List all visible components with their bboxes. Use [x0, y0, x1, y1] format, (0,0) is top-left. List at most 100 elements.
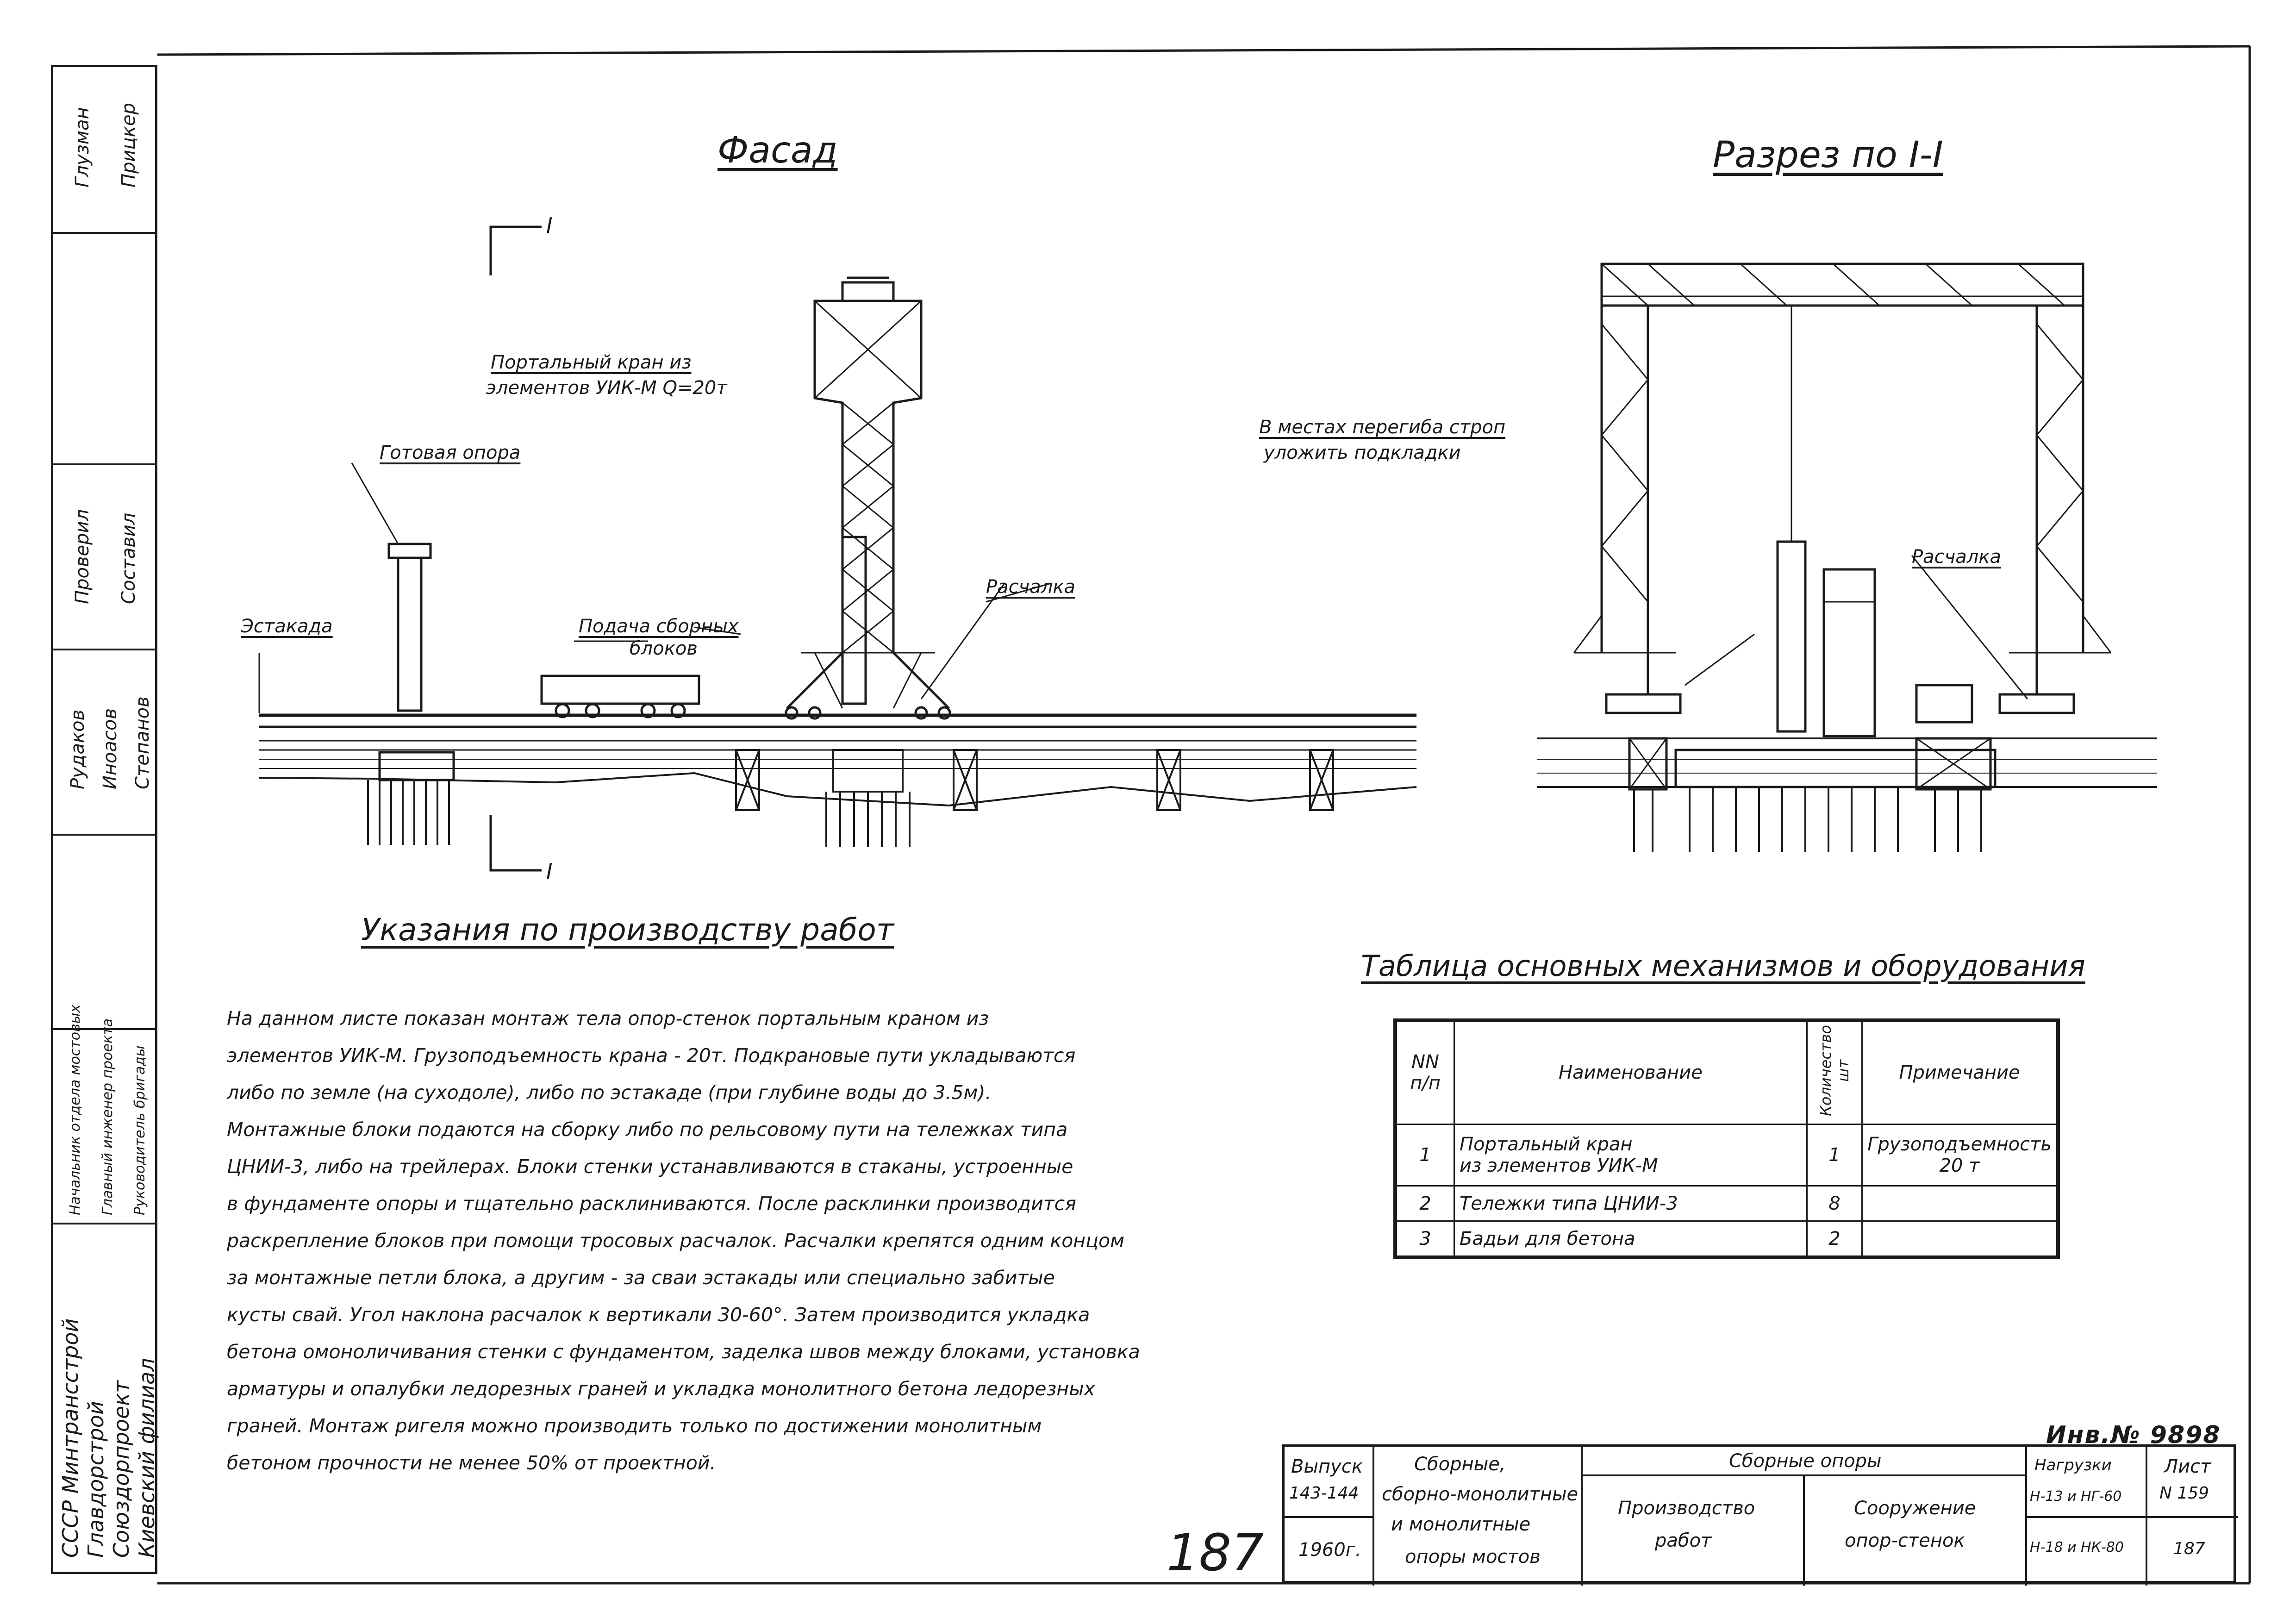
- notes-body: На данном листе показан монтаж тела опор…: [227, 1000, 1213, 1481]
- notes-line: ЦНИИ-3, либо на трейлерах. Блоки стенки …: [227, 1156, 1073, 1178]
- structure-line: Сооружение: [1854, 1498, 1976, 1519]
- left-signature-strip: Глузман Прицкер Проверил Составил Рудако…: [51, 65, 159, 1574]
- strip-name: Рудаков: [67, 709, 88, 789]
- row-note: [1861, 1220, 2058, 1257]
- strip-names-mid: Рудаков Иноасов Степанов: [53, 650, 155, 836]
- ready-support-label: Готовая опора: [380, 442, 521, 463]
- strip-organization: СССР Минтрансстрой Главдорстрой Союздорп…: [53, 1224, 159, 1572]
- row-qty: 8: [1806, 1185, 1863, 1222]
- notes-line: арматуры и опалубки ледорезных граней и …: [227, 1378, 1095, 1400]
- strip-org: Главдорстрой: [83, 1401, 108, 1558]
- loads-line: Н-18 и НК-80: [2030, 1539, 2124, 1555]
- table-row: 1 Портальный кран из элементов УИК-М 1 Г…: [1396, 1123, 2058, 1187]
- structure-line: опор-стенок: [1845, 1530, 1965, 1551]
- notes-line: Монтажные блоки подаются на сборку либо …: [227, 1118, 1068, 1141]
- strip-signatures-top: [53, 234, 155, 465]
- header-note: Примечание: [1861, 1021, 2058, 1125]
- strip-positions: Начальник отдела мостовых Главный инжене…: [53, 1005, 155, 1224]
- row-name-line1: Портальный кран: [1460, 1133, 1633, 1155]
- section-title: Разрез по I-I: [1713, 134, 1943, 176]
- year: 1960г.: [1298, 1539, 1361, 1561]
- facade-title: Фасад: [718, 130, 838, 171]
- section-mark-bottom: I: [546, 859, 553, 884]
- notes-line: элементов УИК-М. Грузоподъемность крана …: [227, 1044, 1076, 1067]
- strip-org: Киевский филиал: [134, 1358, 159, 1558]
- title-block: Выпуск 143-144 1960г. Сборные, сборно-мо…: [1282, 1444, 2238, 1586]
- strip-name: Иноасов: [100, 708, 121, 789]
- section-mark-top: I: [546, 213, 553, 238]
- sheet-label: Лист: [2164, 1456, 2211, 1477]
- row-note: [1861, 1185, 2058, 1222]
- strip-role: Составил: [118, 512, 139, 604]
- row-qty: 1: [1806, 1123, 1863, 1187]
- work-line: работ: [1655, 1530, 1712, 1551]
- notes-line: бетоном прочности не менее 50% от проект…: [227, 1452, 716, 1474]
- bend-note-line2: уложить подкладки: [1264, 442, 1461, 463]
- row-name-line2: из элементов УИК-М: [1460, 1155, 1658, 1176]
- strip-name: Глузман: [72, 107, 93, 187]
- work-line: Производство: [1618, 1498, 1755, 1519]
- strip-position: Руководитель бригады: [132, 1045, 148, 1215]
- strip-name: Прицкер: [118, 103, 139, 187]
- notes-line: кусты свай. Угол наклона расчалок к верт…: [227, 1304, 1090, 1326]
- table-header-row: NN п/п Наименование Количество шт Примеч…: [1396, 1021, 2058, 1125]
- header-name: Наименование: [1454, 1021, 1808, 1125]
- row-num: 3: [1396, 1220, 1455, 1257]
- series-line: Сборные,: [1414, 1454, 1506, 1475]
- bend-note-line1: В местах перегиба строп: [1259, 417, 1506, 438]
- notes-line: раскрепление блоков при помощи тросовых …: [227, 1230, 1125, 1252]
- notes-line: граней. Монтаж ригеля можно производить …: [227, 1415, 1042, 1437]
- guy-label-section: Расчалка: [1912, 546, 2002, 568]
- portal-crane-label-line2: элементов УИК-М Q=20т: [486, 377, 727, 399]
- notes-line: бетона омоноличивания стенки с фундамент…: [227, 1341, 1140, 1363]
- issue-value: 143-144: [1289, 1484, 1359, 1503]
- row-note-line2: 20 т: [1939, 1155, 1980, 1176]
- loads-label: Нагрузки: [2034, 1456, 2112, 1474]
- notes-line: за монтажные петли блока, а другим - за …: [227, 1267, 1055, 1289]
- strip-org: Союздорпроект: [109, 1380, 134, 1558]
- estakada-label: Эстакада: [241, 616, 333, 637]
- row-note: Грузоподъемность 20 т: [1861, 1123, 2058, 1187]
- portal-crane-label-line1: Портальный кран из: [491, 352, 692, 373]
- equipment-table: NN п/п Наименование Количество шт Примеч…: [1393, 1018, 2060, 1259]
- equipment-table-title: Таблица основных механизмов и оборудован…: [1361, 949, 2085, 983]
- strip-org: СССР Минтрансстрой: [58, 1318, 83, 1558]
- notes-line: либо по земле (на суходоле), либо по эст…: [227, 1081, 992, 1104]
- header-qty: Количество шт: [1806, 1021, 1863, 1125]
- strip-position: Главный инженер проекта: [100, 1018, 116, 1215]
- strip-position: Начальник отдела мостовых: [67, 1004, 83, 1215]
- block-feed-label-line1: Подача сборных: [579, 616, 739, 637]
- block-feed-label-line2: блоков: [630, 638, 698, 659]
- row-name: Бадьи для бетона: [1454, 1220, 1808, 1257]
- strip-roles: Проверил Составил: [53, 465, 155, 650]
- row-note-line1: Грузоподъемность: [1867, 1133, 2052, 1155]
- notes-line: На данном листе показан монтаж тела опор…: [227, 1007, 989, 1030]
- sheet-sub: 187: [2173, 1539, 2205, 1558]
- row-name: Тележки типа ЦНИИ-3: [1454, 1185, 1808, 1222]
- header-qty-text: Количество шт: [1816, 1025, 1852, 1116]
- series-line: опоры мостов: [1405, 1546, 1541, 1568]
- notes-line: в фундаменте опоры и тщательно расклинив…: [227, 1193, 1076, 1215]
- strip-signatures-mid: [53, 836, 155, 1030]
- strip-names-top: Глузман Прицкер: [53, 67, 155, 234]
- row-num: 1: [1396, 1123, 1455, 1187]
- series-line: сборно-монолитные: [1382, 1484, 1578, 1505]
- row-name: Портальный кран из элементов УИК-М: [1454, 1123, 1808, 1187]
- guy-label-facade: Расчалка: [986, 576, 1076, 598]
- page-number: 187: [1167, 1523, 1264, 1582]
- notes-title: Указания по производству работ: [361, 912, 894, 948]
- row-qty: 2: [1806, 1220, 1863, 1257]
- header-num: NN п/п: [1396, 1021, 1455, 1125]
- issue-label: Выпуск: [1291, 1456, 1363, 1477]
- loads-line: Н-13 и НГ-60: [2030, 1488, 2122, 1505]
- row-num: 2: [1396, 1185, 1455, 1222]
- series-line: и монолитные: [1391, 1514, 1531, 1535]
- section-head: Сборные опоры: [1729, 1450, 1882, 1472]
- table-row: 3 Бадьи для бетона 2: [1396, 1220, 2058, 1257]
- strip-role: Проверил: [72, 509, 93, 604]
- strip-name: Степанов: [132, 696, 153, 789]
- sheet-value: N 159: [2159, 1484, 2209, 1503]
- table-row: 2 Тележки типа ЦНИИ-3 8: [1396, 1185, 2058, 1222]
